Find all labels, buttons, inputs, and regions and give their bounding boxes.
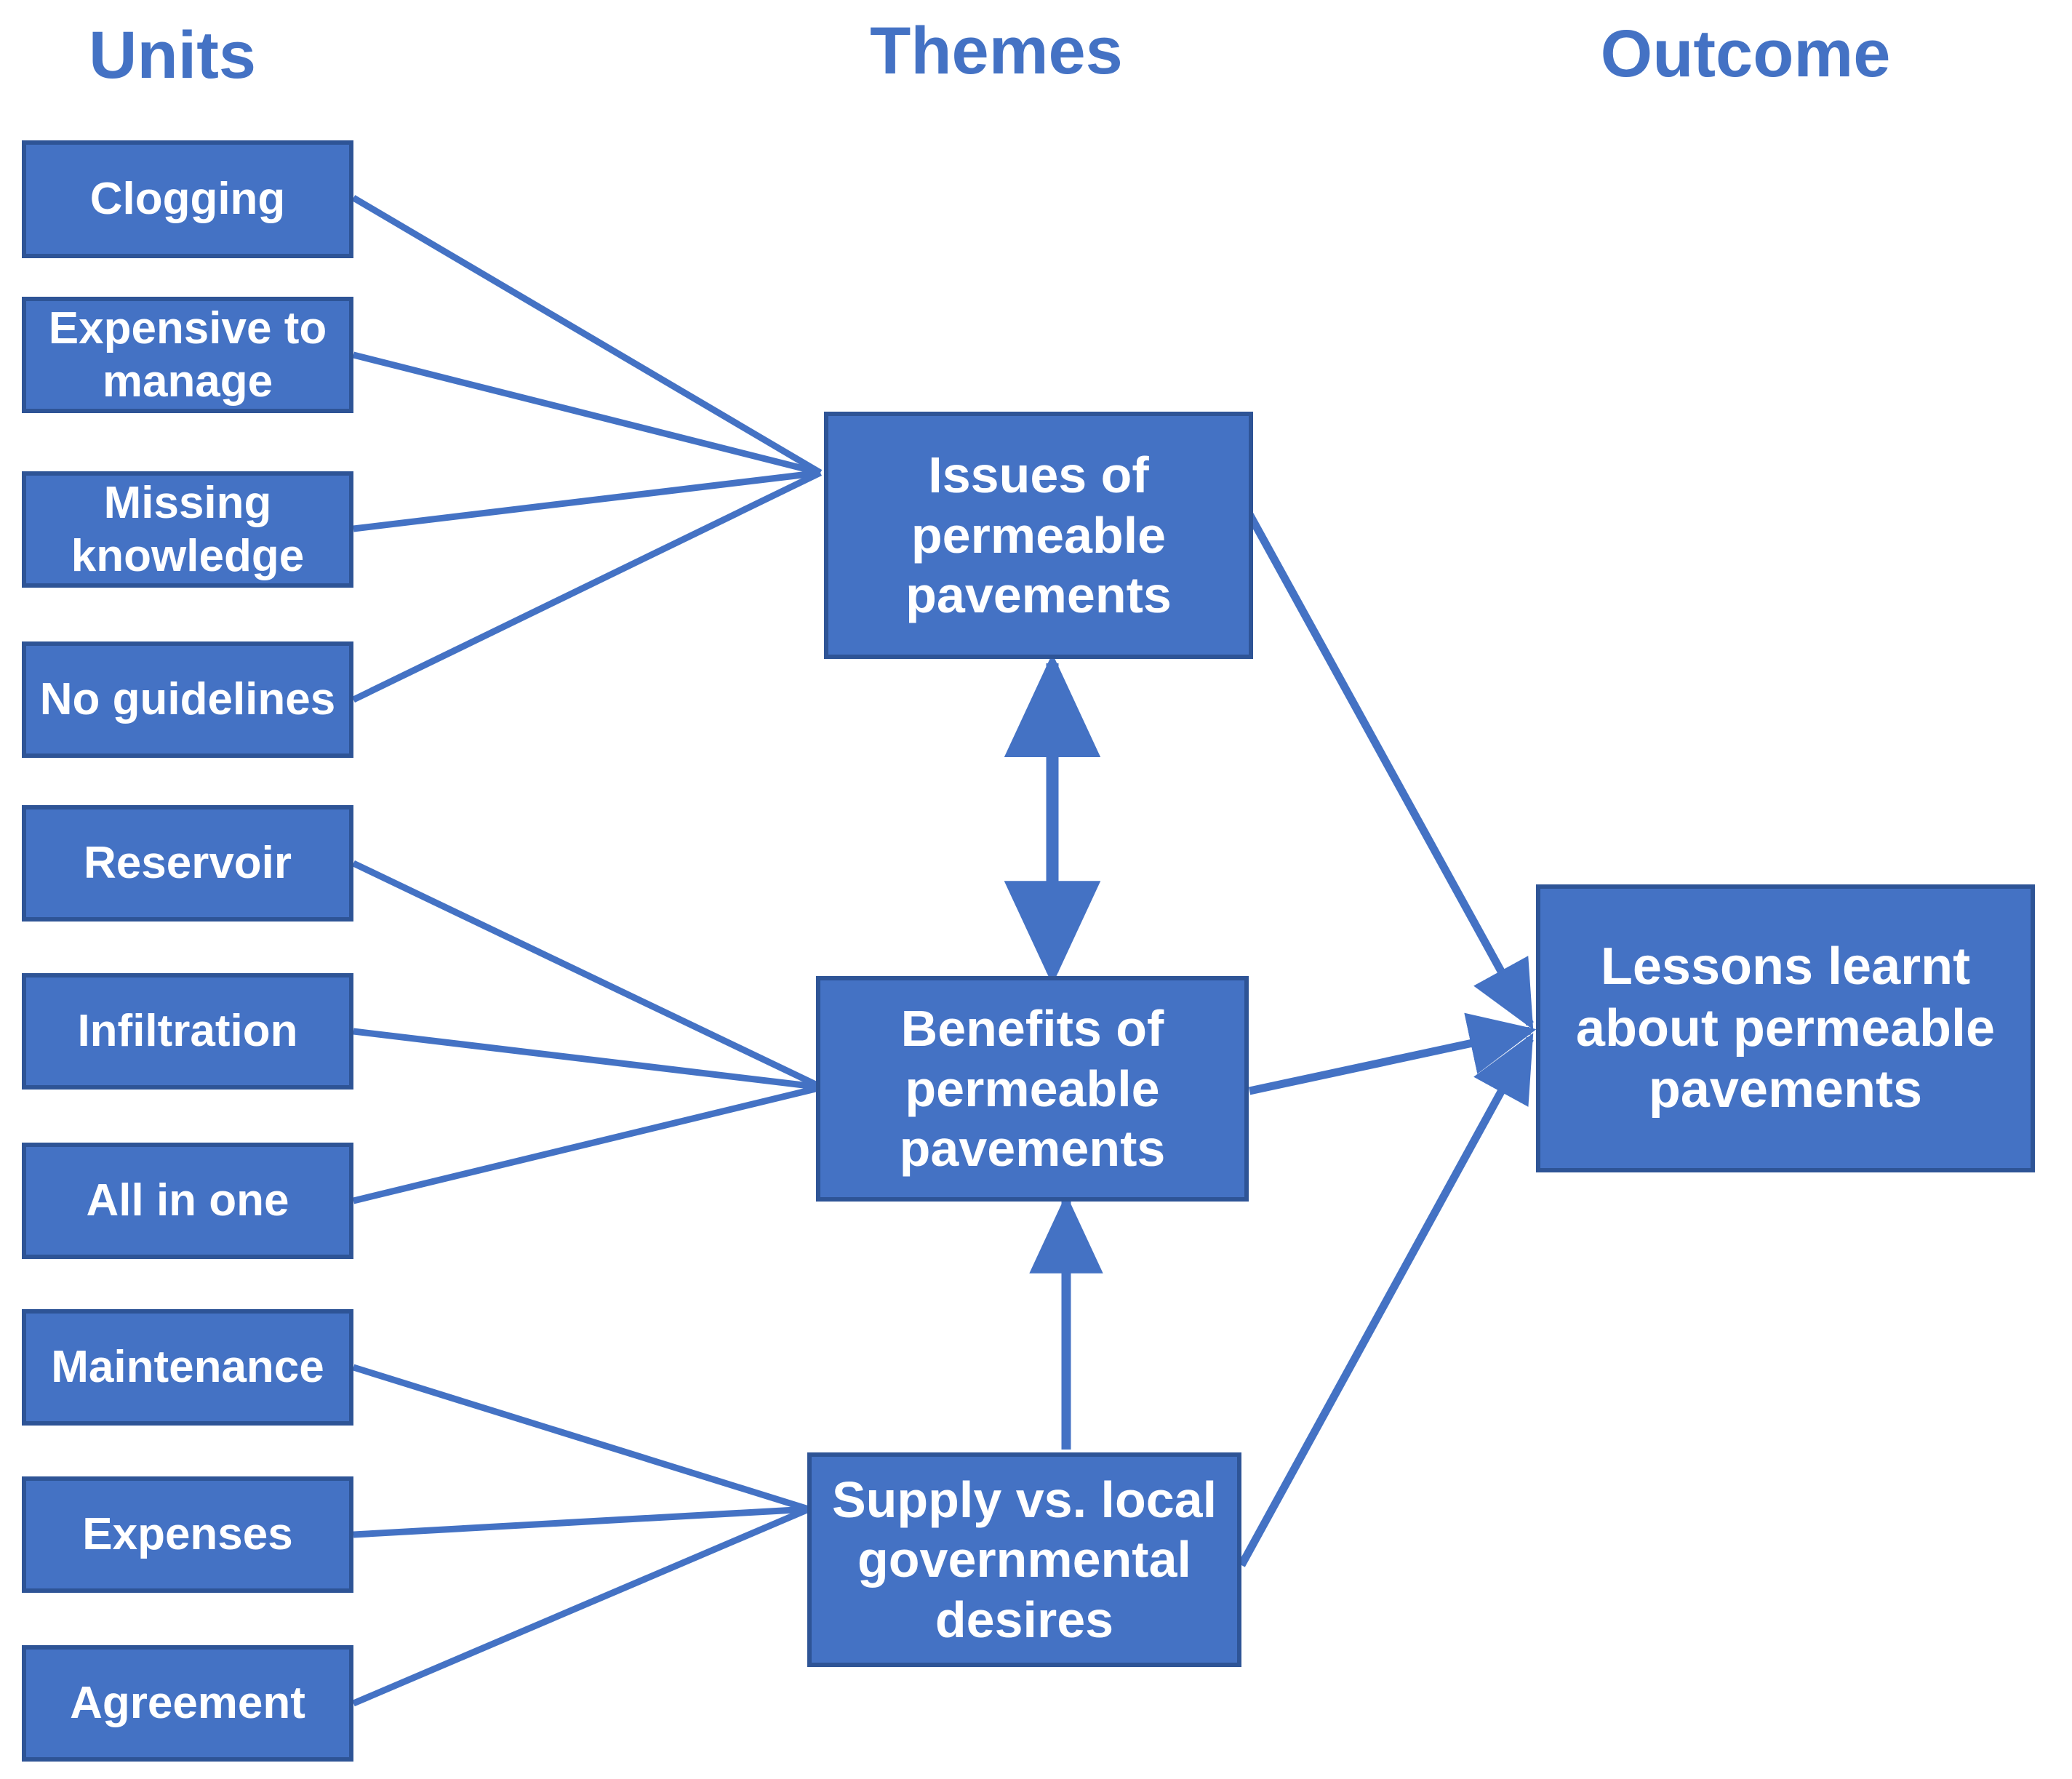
outcome-label-lessons: Lessons learnt about permeable pavements bbox=[1575, 937, 1996, 1119]
unit-box-expenses[interactable]: Expenses bbox=[22, 1476, 353, 1593]
theme-label-supply: Supply vs. local governmental desires bbox=[831, 1471, 1217, 1648]
link-expensive-manage-issues bbox=[352, 351, 822, 476]
unit-box-no-guidelines[interactable]: No guidelines bbox=[22, 641, 353, 758]
unit-label-no-guidelines: No guidelines bbox=[39, 674, 336, 725]
unit-label-maintenance: Maintenance bbox=[51, 1342, 324, 1393]
unit-label-expensive-manage: Expensive to manage bbox=[48, 303, 327, 407]
unit-label-expenses: Expenses bbox=[82, 1509, 293, 1560]
link-issues-lessons-arrow bbox=[1246, 512, 1534, 1030]
column-header-units: Units bbox=[89, 18, 256, 92]
unit-label-infiltration: Infiltration bbox=[77, 1006, 298, 1057]
unit-label-agreement: Agreement bbox=[70, 1678, 305, 1729]
link-infiltration-benefits bbox=[353, 1028, 823, 1091]
unit-label-reservoir: Reservoir bbox=[83, 838, 292, 889]
link-agreement-supply bbox=[352, 1506, 810, 1707]
theme-box-supply[interactable]: Supply vs. local governmental desires bbox=[807, 1452, 1241, 1667]
unit-label-missing-knowledge: Missing knowledge bbox=[71, 477, 305, 581]
unit-box-infiltration[interactable]: Infiltration bbox=[22, 973, 353, 1090]
link-supply-lessons-arrow bbox=[1238, 1033, 1534, 1567]
link-benefits-lessons-arrow bbox=[1248, 1012, 1537, 1095]
link-maintenance-supply bbox=[352, 1364, 810, 1513]
link-no-guidelines-issues bbox=[352, 469, 822, 703]
unit-box-reservoir[interactable]: Reservoir bbox=[22, 805, 353, 922]
theme-label-benefits: Benefits of permeable pavements bbox=[899, 1000, 1166, 1178]
unit-box-missing-knowledge[interactable]: Missing knowledge bbox=[22, 471, 353, 588]
unit-box-agreement[interactable]: Agreement bbox=[22, 1645, 353, 1762]
unit-label-all-in-one: All in one bbox=[86, 1175, 289, 1226]
unit-box-expensive-manage[interactable]: Expensive to manage bbox=[22, 297, 353, 413]
link-reservoir-benefits bbox=[352, 860, 823, 1091]
unit-box-clogging[interactable]: Clogging bbox=[22, 140, 353, 258]
link-missing-knowledge-issues bbox=[353, 469, 821, 532]
unit-box-maintenance[interactable]: Maintenance bbox=[22, 1309, 353, 1426]
link-expenses-supply bbox=[353, 1506, 809, 1538]
theme-box-issues[interactable]: Issues of permeable pavements bbox=[824, 412, 1253, 659]
column-header-themes: Themes bbox=[870, 14, 1123, 88]
column-header-outcome: Outcome bbox=[1600, 17, 1891, 91]
link-clogging-issues bbox=[351, 195, 823, 476]
theme-label-issues: Issues of permeable pavements bbox=[905, 447, 1172, 624]
link-all-in-one-benefits bbox=[352, 1084, 823, 1204]
outcome-box-lessons[interactable]: Lessons learnt about permeable pavements bbox=[1536, 884, 2035, 1172]
theme-box-benefits[interactable]: Benefits of permeable pavements bbox=[816, 976, 1249, 1202]
unit-box-all-in-one[interactable]: All in one bbox=[22, 1143, 353, 1259]
unit-label-clogging: Clogging bbox=[89, 174, 286, 225]
